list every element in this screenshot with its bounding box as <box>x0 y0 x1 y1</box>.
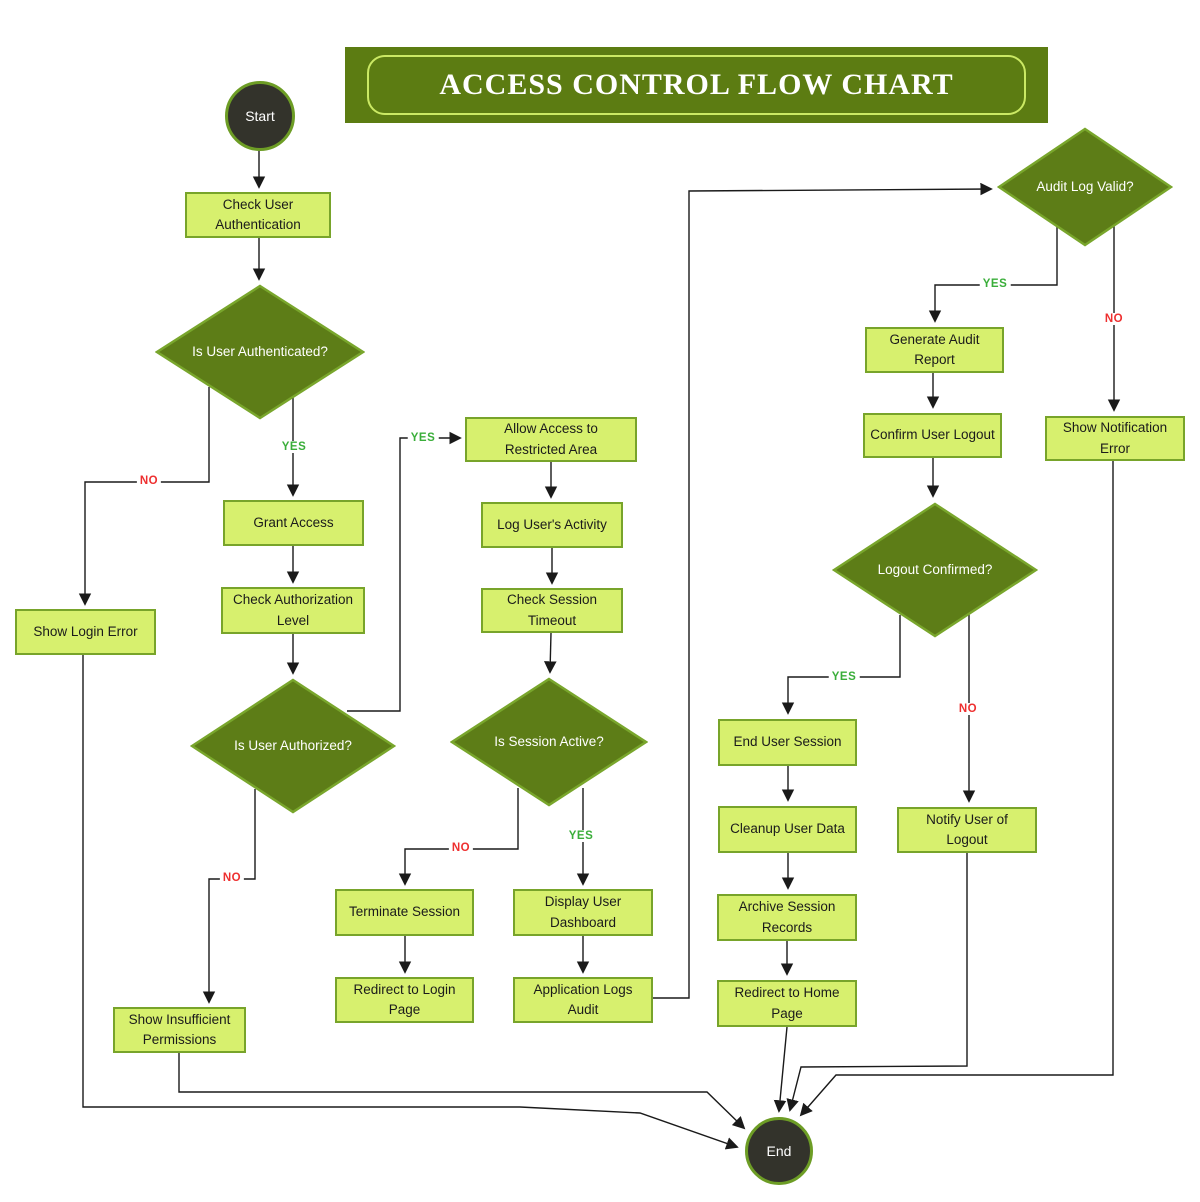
node-label: Grant Access <box>253 514 334 530</box>
node-end-user-session: End User Session <box>718 719 857 766</box>
node-label: Application Logs Audit <box>533 981 633 1017</box>
edge-label-session-active-yes: YES <box>565 830 597 842</box>
edge-redirect-home-to-end <box>773 1026 788 1113</box>
node-label: Logout Confirmed? <box>877 561 993 577</box>
node-start-label: Start <box>245 108 275 124</box>
node-label: Audit Log Valid? <box>1036 178 1134 194</box>
node-label: Check Authorization Level <box>232 592 354 628</box>
node-redirect-to-login-page: Redirect to Login Page <box>335 977 474 1023</box>
edge-label-audit-valid-yes: YES <box>979 278 1011 290</box>
node-is-user-authenticated: Is User Authenticated? <box>155 284 365 420</box>
edge-insufficient-to-end <box>178 1053 746 1130</box>
node-archive-session-records: Archive Session Records <box>717 894 857 941</box>
node-confirm-user-logout: Confirm User Logout <box>863 413 1002 458</box>
node-logout-confirmed: Logout Confirmed? <box>832 502 1038 638</box>
node-check-user-authentication: Check User Authentication <box>185 192 331 238</box>
node-cleanup-user-data: Cleanup User Data <box>718 806 857 853</box>
node-label: Archive Session Records <box>738 899 836 935</box>
edge-label-logout-confirmed-no: NO <box>955 703 981 715</box>
diamond-shape <box>450 677 648 807</box>
node-label: Terminate Session <box>348 904 461 920</box>
node-label: Show Notification Error <box>1062 420 1168 456</box>
node-label: Confirm User Logout <box>870 427 995 443</box>
diamond-shape <box>997 127 1173 247</box>
edge-label-logout-confirmed-yes: YES <box>828 671 860 683</box>
node-label: Cleanup User Data <box>730 821 845 837</box>
edge-label-session-active-no: NO <box>448 842 474 854</box>
node-check-session-timeout: Check Session Timeout <box>481 588 623 633</box>
title-banner: ACCESS CONTROL FLOW CHART <box>345 47 1048 123</box>
node-generate-audit-report: Generate Audit Report <box>865 327 1004 373</box>
node-label: Redirect to Login Page <box>353 981 456 1017</box>
diamond-shape <box>190 678 396 814</box>
node-show-notification-error: Show Notification Error <box>1045 416 1185 461</box>
node-label: Show Insufficient Permissions <box>128 1011 231 1047</box>
node-label: Check Session Timeout <box>506 592 598 628</box>
node-label: Display User Dashboard <box>544 894 622 930</box>
node-check-authorization-level: Check Authorization Level <box>221 587 365 634</box>
edge-login-error-to-end <box>82 654 739 1150</box>
diamond-shape <box>155 284 365 420</box>
edge-notification-error-to-end <box>799 460 1114 1117</box>
node-end-label: End <box>766 1143 792 1159</box>
edge-timeout-to-session-active <box>543 632 557 674</box>
node-label: Allow Access to Restricted Area <box>504 421 598 457</box>
node-label: Generate Audit Report <box>889 331 980 367</box>
diamond-shape <box>832 502 1038 638</box>
node-redirect-to-home-page: Redirect to Home Page <box>717 980 857 1027</box>
node-terminate-session: Terminate Session <box>335 889 474 936</box>
node-label: Notify User of Logout <box>926 811 1008 847</box>
node-label: Is User Authorized? <box>234 737 352 753</box>
node-label: Is User Authenticated? <box>192 343 328 359</box>
node-is-user-authorized: Is User Authorized? <box>190 678 396 814</box>
node-log-users-activity: Log User's Activity <box>481 502 623 548</box>
node-show-login-error: Show Login Error <box>15 609 156 655</box>
node-label: Is Session Active? <box>494 733 604 749</box>
node-display-user-dashboard: Display User Dashboard <box>513 889 653 936</box>
edge-label-audit-valid-no: NO <box>1101 313 1127 325</box>
edge-label-authorized-no: NO <box>219 872 245 884</box>
node-notify-user-of-logout: Notify User of Logout <box>897 807 1037 853</box>
node-label: End User Session <box>733 734 842 750</box>
node-label: Log User's Activity <box>497 516 607 532</box>
edge-authorized-yes-to-allow-access <box>347 431 462 712</box>
node-application-logs-audit: Application Logs Audit <box>513 977 653 1023</box>
node-allow-access-restricted: Allow Access to Restricted Area <box>465 417 637 462</box>
node-label: Show Login Error <box>33 623 138 639</box>
node-end: End <box>745 1117 813 1185</box>
edge-app-logs-to-audit-valid <box>653 182 993 999</box>
edge-authorized-no-to-insufficient <box>202 789 256 1004</box>
node-label: Redirect to Home Page <box>734 985 840 1021</box>
page-title: ACCESS CONTROL FLOW CHART <box>439 68 954 101</box>
title-banner-border <box>367 55 1026 115</box>
node-is-session-active: Is Session Active? <box>450 677 648 807</box>
node-start: Start <box>225 81 295 151</box>
edge-label-authenticated-no: NO <box>136 475 162 487</box>
edge-label-authenticated-yes: YES <box>278 441 310 453</box>
node-label: Check User Authentication <box>215 196 301 232</box>
node-show-insufficient-permissions: Show Insufficient Permissions <box>113 1007 246 1053</box>
node-audit-log-valid: Audit Log Valid? <box>997 127 1173 247</box>
node-grant-access: Grant Access <box>223 500 364 546</box>
edge-label-authorized-yes: YES <box>407 432 439 444</box>
edge-notify-to-end <box>786 853 968 1112</box>
